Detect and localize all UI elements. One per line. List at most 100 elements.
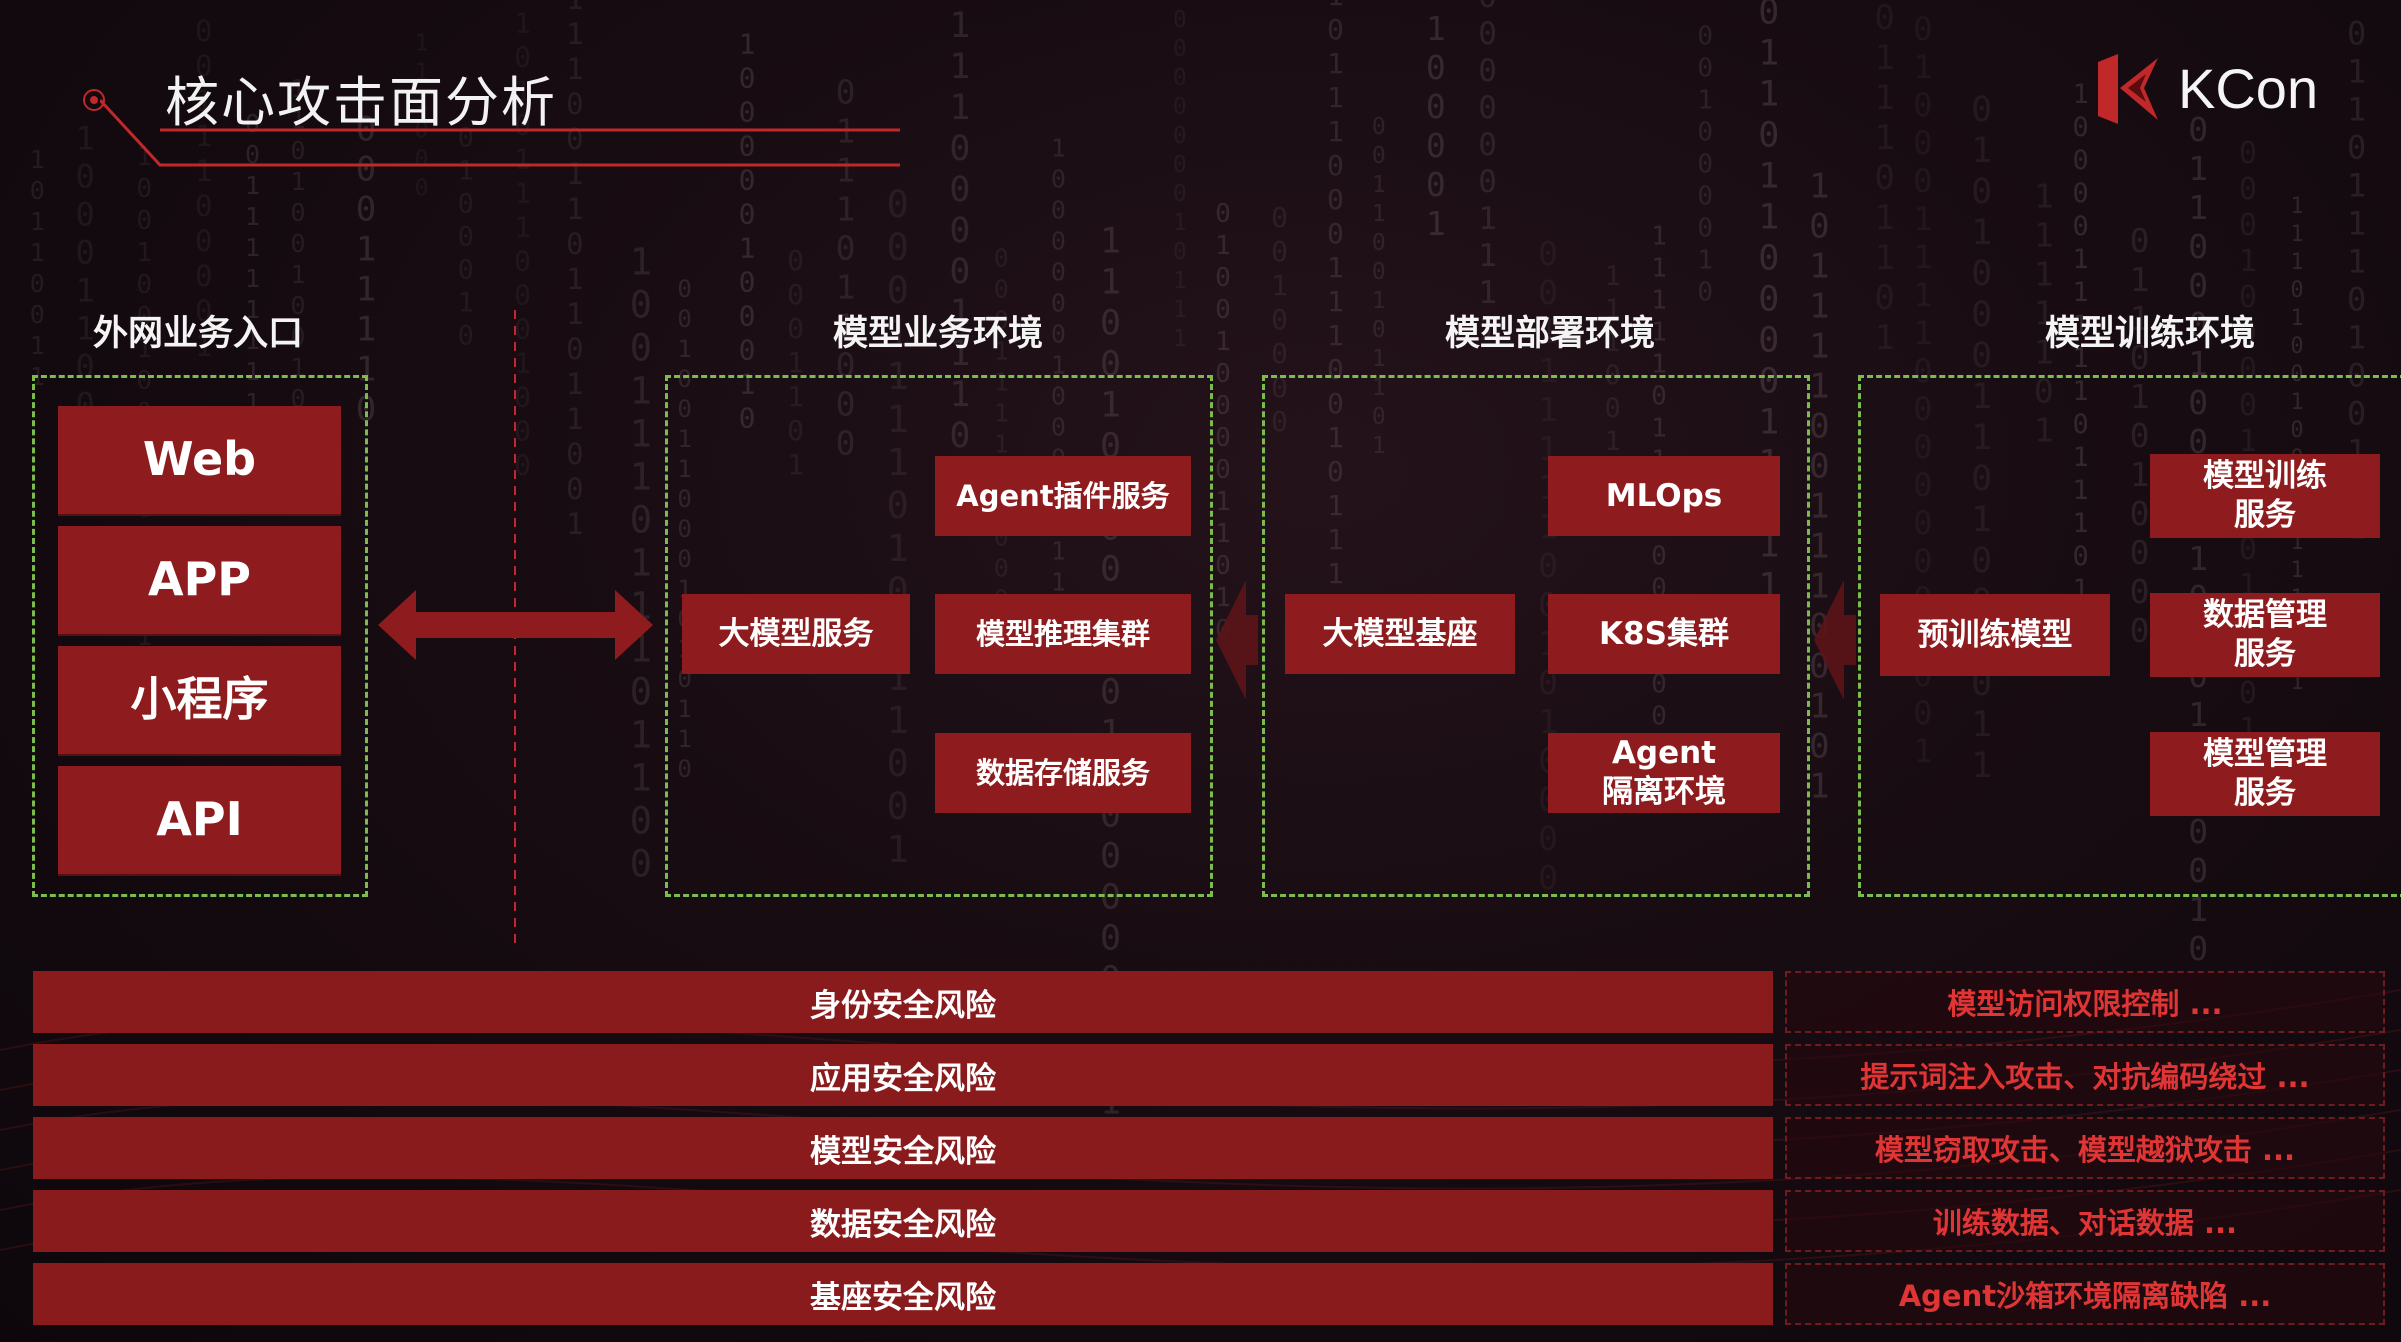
svg-text:0: 0	[1651, 669, 1667, 699]
svg-text:0: 0	[887, 785, 909, 828]
svg-text:1: 1	[2034, 294, 2054, 333]
svg-text:0: 0	[1697, 22, 1713, 52]
svg-text:1: 1	[415, 31, 429, 57]
svg-text:0: 0	[514, 109, 531, 142]
svg-text:1: 1	[1327, 115, 1344, 148]
svg-text:0: 0	[1051, 165, 1066, 194]
svg-text:0: 0	[739, 62, 756, 95]
svg-text:0: 0	[356, 150, 376, 190]
svg-text:1: 1	[949, 334, 970, 374]
svg-text:0: 0	[1913, 542, 1932, 580]
svg-text:1: 1	[2072, 376, 2088, 407]
svg-text:1: 1	[677, 695, 691, 723]
svg-text:0: 0	[2239, 280, 2257, 315]
svg-text:1: 1	[836, 307, 856, 346]
svg-text:1: 1	[1478, 238, 1497, 274]
svg-text:0: 0	[1651, 701, 1667, 731]
svg-text:1: 1	[2034, 255, 2054, 294]
svg-text:0: 0	[2347, 15, 2366, 53]
svg-text:1: 1	[1327, 319, 1344, 352]
svg-text:0: 0	[677, 485, 691, 513]
svg-text:0: 0	[1215, 551, 1231, 581]
svg-text:1: 1	[949, 293, 970, 333]
llm-base-box: 大模型基座	[1285, 594, 1515, 674]
svg-text:0: 0	[566, 227, 583, 261]
svg-text:1: 1	[1327, 251, 1344, 284]
svg-text:1: 1	[2072, 508, 2088, 539]
svg-text:0: 0	[1173, 94, 1187, 120]
svg-text:1: 1	[566, 367, 583, 401]
svg-text:0: 0	[1538, 546, 1558, 585]
svg-text:1: 1	[1604, 426, 1620, 457]
svg-text:0: 0	[1327, 455, 1344, 488]
svg-text:0: 0	[1478, 164, 1497, 200]
svg-text:0: 0	[245, 140, 260, 169]
svg-text:0: 0	[1697, 278, 1713, 308]
svg-text:1: 1	[1327, 285, 1344, 318]
svg-text:1: 1	[1697, 86, 1713, 116]
risk-detail-base: Agent沙箱环境隔离缺陷 ...	[1785, 1263, 2385, 1325]
svg-text:0: 0	[566, 87, 583, 121]
svg-text:0: 0	[2290, 334, 2303, 359]
svg-text:1: 1	[1100, 262, 1121, 302]
svg-text:0: 0	[1372, 230, 1386, 256]
svg-text:0: 0	[2188, 305, 2208, 344]
svg-text:0: 0	[1051, 382, 1066, 411]
svg-text:1: 1	[245, 202, 260, 231]
svg-text:1: 1	[2347, 167, 2366, 205]
svg-text:1: 1	[994, 336, 1009, 365]
svg-text:1: 1	[1651, 221, 1667, 251]
svg-text:0: 0	[1271, 235, 1288, 268]
svg-text:0: 0	[195, 14, 212, 48]
svg-text:1: 1	[30, 145, 45, 174]
svg-text:0: 0	[1809, 726, 1829, 766]
svg-text:1: 1	[2188, 344, 2208, 383]
svg-text:1: 1	[1809, 766, 1829, 806]
svg-text:0: 0	[136, 206, 152, 236]
svg-text:0: 0	[1478, 53, 1497, 89]
svg-text:0: 0	[1372, 259, 1386, 285]
svg-text:0: 0	[787, 414, 804, 447]
svg-text:0: 0	[1538, 234, 1558, 273]
svg-text:0: 0	[136, 270, 152, 300]
risk-bar-application: 应用安全风险	[33, 1044, 1773, 1106]
svg-text:0: 0	[1874, 0, 1894, 38]
svg-text:1: 1	[290, 74, 305, 103]
svg-text:1: 1	[1874, 78, 1894, 118]
svg-text:1: 1	[566, 192, 583, 226]
risk-bar-base: 基座安全风险	[33, 1263, 1773, 1325]
svg-text:0: 0	[1100, 836, 1121, 876]
svg-text:0: 0	[2130, 533, 2150, 572]
svg-text:1: 1	[1874, 38, 1894, 78]
title-bullet-icon	[83, 89, 105, 111]
model-training-service-box: 模型训练 服务	[2150, 454, 2380, 538]
svg-text:1: 1	[630, 541, 652, 584]
svg-text:0: 0	[1327, 149, 1344, 182]
svg-text:0: 0	[2034, 372, 2054, 411]
svg-text:0: 0	[630, 670, 652, 713]
svg-text:1: 1	[1971, 213, 1992, 253]
svg-text:1: 1	[1327, 523, 1344, 556]
svg-text:1: 1	[1173, 210, 1187, 236]
svg-text:1: 1	[2188, 149, 2208, 188]
svg-text:0: 0	[949, 211, 970, 251]
svg-text:1: 1	[1372, 172, 1386, 198]
svg-text:0: 0	[1697, 54, 1713, 84]
svg-text:1: 1	[1173, 326, 1187, 352]
svg-text:1: 1	[787, 346, 804, 379]
svg-text:1: 1	[1604, 327, 1620, 358]
svg-text:0: 0	[30, 300, 45, 329]
svg-text:0: 0	[1758, 362, 1779, 402]
svg-text:0: 0	[290, 384, 305, 413]
svg-text:0: 0	[787, 312, 804, 345]
svg-text:1: 1	[2347, 205, 2366, 243]
svg-text:1: 1	[458, 155, 474, 186]
pretrained-model-box: 预训练模型	[1880, 594, 2110, 676]
svg-text:1: 1	[566, 402, 583, 436]
svg-text:0: 0	[1173, 36, 1187, 62]
svg-text:0: 0	[1697, 214, 1713, 244]
model-management-service-box: 模型管理 服务	[2150, 732, 2380, 816]
svg-text:0: 0	[836, 385, 856, 424]
svg-text:1: 1	[887, 828, 909, 871]
entry-section-frame	[32, 375, 368, 897]
